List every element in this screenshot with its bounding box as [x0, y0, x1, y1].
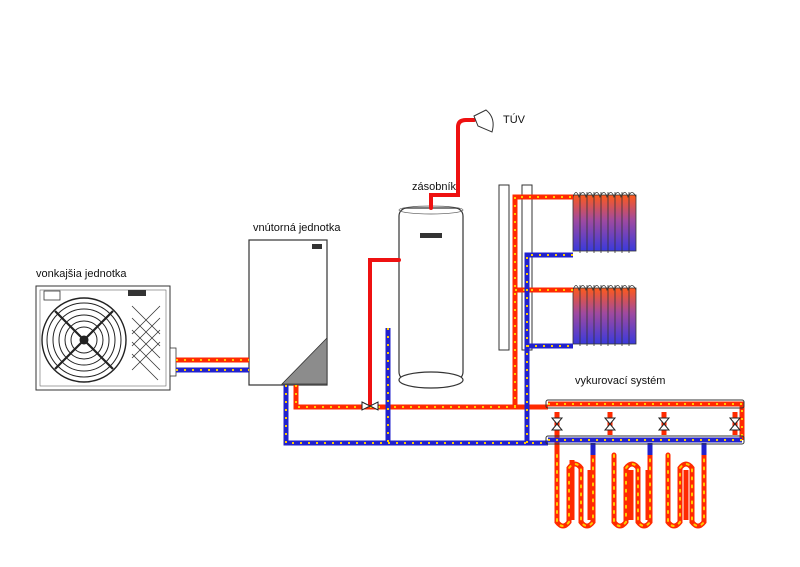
heating-system-label: vykurovací systém [575, 375, 666, 387]
radiator-upper [572, 192, 637, 253]
indoor-unit [248, 239, 328, 386]
outdoor-unit-label: vonkajšia jednotka [36, 268, 127, 280]
radiator-lower [572, 285, 637, 346]
outdoor-unit [35, 285, 177, 391]
hot-water-tank [398, 205, 464, 389]
indoor-unit-label: vnútorná jednotka [253, 222, 341, 234]
valve-icons [361, 401, 742, 431]
underfloor-loops [554, 452, 707, 529]
return-pipes [176, 252, 742, 455]
fan-icon [41, 297, 127, 383]
hot-water-pipe [368, 118, 476, 407]
shower-head-icon [473, 109, 494, 133]
heating-manifolds [545, 399, 745, 445]
tank-label: zásobník [412, 181, 457, 193]
hot-water-label: TÚV [503, 114, 525, 126]
